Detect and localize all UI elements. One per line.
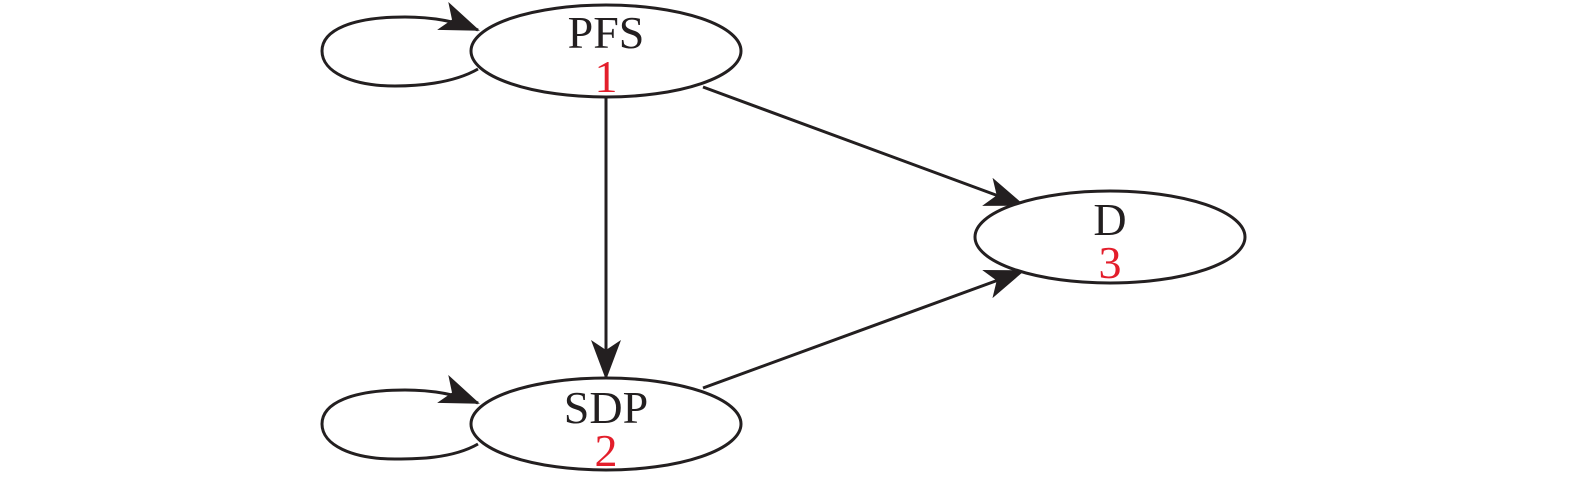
node-d: D 3 — [973, 189, 1247, 288]
node-pfs-shape — [469, 3, 743, 99]
node-sdp: SDP 2 — [469, 376, 743, 476]
node-d-number: 3 — [1099, 237, 1122, 288]
node-sdp-shape — [469, 376, 743, 472]
edge-sdp-to-d — [702, 269, 1025, 390]
edge-pfs-to-d — [702, 85, 1025, 207]
node-sdp-number: 2 — [595, 425, 618, 476]
node-pfs-number: 1 — [595, 51, 618, 102]
node-sdp-label: SDP — [564, 382, 648, 433]
node-pfs-label: PFS — [568, 7, 645, 58]
node-d-label: D — [1093, 194, 1126, 245]
self-loop-sdp — [320, 374, 480, 461]
node-pfs: PFS 1 — [469, 3, 743, 102]
node-d-shape — [973, 189, 1247, 285]
self-loop-pfs — [320, 1, 480, 88]
